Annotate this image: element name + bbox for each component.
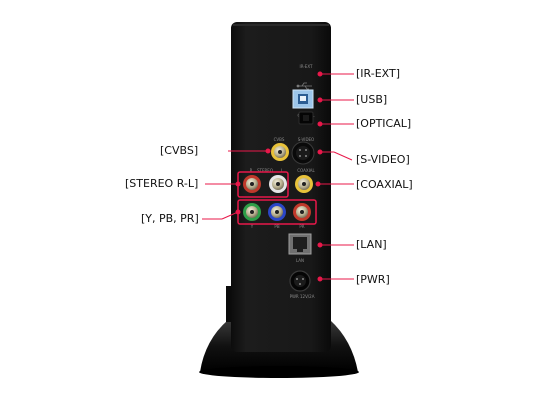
stereo-r-marking: R — [250, 168, 253, 173]
coaxial-leader-dot — [315, 181, 321, 187]
coaxial-label: [COAXIAL] — [356, 178, 413, 191]
power-jack — [289, 270, 311, 292]
stereo-l-marking: L — [281, 168, 284, 173]
optical-label: [OPTICAL] — [356, 117, 412, 130]
ir-ext-marking: IR-EXT — [300, 64, 313, 69]
component-leader-dot — [235, 209, 241, 215]
usb-leader-dot — [317, 97, 323, 103]
usb-label: [USB] — [356, 93, 388, 106]
s-video-leader-line-2 — [333, 151, 353, 161]
cvbs-label: [CVBS] — [160, 144, 199, 157]
stereo-marking: STEREO — [257, 168, 273, 173]
component-label: [Y, PB, PR] — [141, 212, 199, 225]
s-video-leader-dot — [317, 149, 323, 155]
pb-marking: PB — [274, 224, 279, 229]
lan-leader-dot — [317, 242, 323, 248]
pwr-leader-dot — [317, 276, 323, 282]
lan-port — [288, 233, 312, 255]
s-video-marking: S-VIDEO — [298, 137, 314, 142]
pwr-marking: PWR 12V/2A — [290, 294, 315, 299]
coaxial-marking: COAXIAL — [297, 168, 315, 173]
stereo-r-jack — [243, 175, 261, 193]
cvbs-leader-dot — [265, 148, 271, 154]
stereo-l-jack — [269, 175, 287, 193]
optical-port — [298, 111, 314, 125]
usb-port — [292, 89, 314, 109]
usb-icon — [296, 82, 312, 90]
component-pb-jack — [268, 203, 286, 221]
lan-label: [LAN] — [356, 238, 387, 251]
stereo-label: [STEREO R-L] — [125, 177, 199, 190]
s-video-jack — [291, 141, 315, 165]
lan-marking: LAN — [296, 258, 304, 263]
ir-ext-leader-dot — [317, 71, 323, 77]
component-pr-jack — [293, 203, 311, 221]
coaxial-jack — [295, 175, 313, 193]
pwr-label: [PWR] — [356, 273, 390, 286]
s-video-label: [S-VIDEO] — [356, 153, 410, 166]
optical-leader-dot — [317, 121, 323, 127]
ir-ext-label: [IR-EXT] — [356, 67, 401, 80]
component-y-jack — [243, 203, 261, 221]
component-leader-line-2 — [221, 211, 239, 220]
y-marking: Y — [250, 224, 254, 229]
cvbs-marking: CVBS — [274, 137, 285, 142]
stereo-leader-dot — [235, 181, 241, 187]
cvbs-jack — [271, 143, 289, 161]
pr-marking: PR — [299, 224, 304, 229]
